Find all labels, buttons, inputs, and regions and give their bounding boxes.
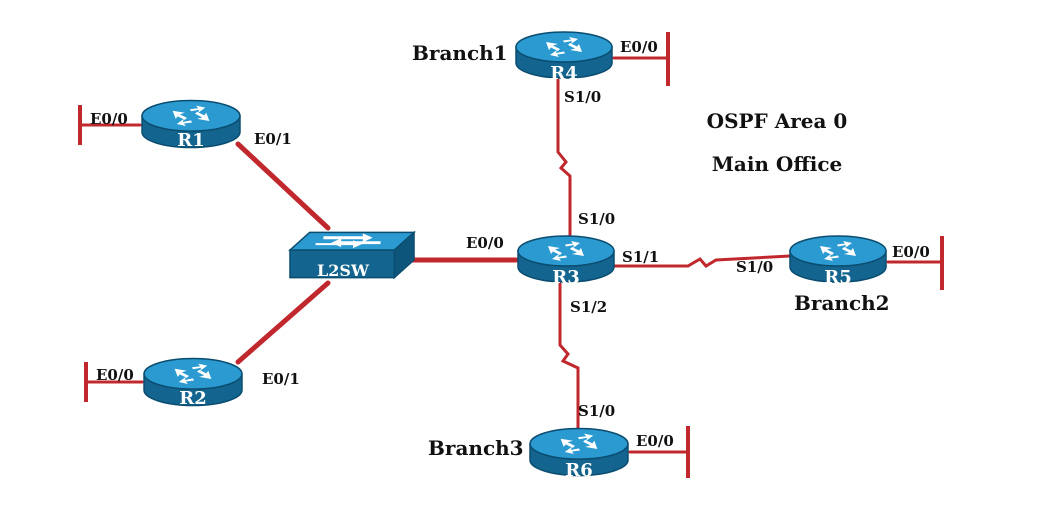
- switch-name: L2SW: [317, 261, 370, 280]
- r4-e00-label: E0/0: [620, 38, 658, 56]
- router-r6-name: R6: [565, 460, 592, 481]
- main-office-label: Main Office: [712, 152, 843, 176]
- router-r1-name: R1: [177, 130, 204, 151]
- serial-link-r3-r6: [558, 282, 580, 430]
- router-r2-name: R2: [179, 388, 206, 409]
- r3-s11-label: S1/1: [622, 248, 659, 266]
- r5-e00-label: E0/0: [892, 243, 930, 261]
- router-r4[interactable]: R4: [515, 31, 613, 84]
- r3-e00-label: E0/0: [466, 234, 504, 252]
- r6-s10-label: S1/0: [578, 402, 615, 420]
- r2-e01-label: E0/1: [262, 370, 300, 388]
- r1-e01-label: E0/1: [254, 130, 292, 148]
- r3-s12-label: S1/2: [570, 298, 607, 316]
- router-r3[interactable]: R3: [517, 235, 615, 288]
- r1-e00-label: E0/0: [90, 110, 128, 128]
- router-r3-name: R3: [552, 267, 579, 288]
- router-r1[interactable]: R1: [141, 99, 241, 151]
- interface-labels: E0/0 E0/1 E0/0 E0/1 E0/0 S1/0 S1/1 S1/2 …: [90, 38, 930, 450]
- router-r6[interactable]: R6: [529, 427, 629, 481]
- serial-link-r3-r4: [556, 78, 572, 240]
- site-labels: Branch1 Branch2 Branch3: [412, 41, 890, 460]
- r2-e00-label: E0/0: [96, 366, 134, 384]
- r6-e00-label: E0/0: [636, 432, 674, 450]
- router-r5[interactable]: R5: [789, 235, 887, 288]
- site-label-branch3: Branch3: [428, 436, 524, 460]
- r5-s10-label: S1/0: [736, 258, 773, 276]
- r3-s10-label: S1/0: [578, 210, 615, 228]
- link-r1-switch: [235, 141, 331, 231]
- router-r5-name: R5: [824, 267, 851, 288]
- site-label-branch2: Branch2: [794, 291, 890, 315]
- link-r2-switch: [235, 280, 331, 365]
- r4-s10-label: S1/0: [564, 88, 601, 106]
- router-r4-name: R4: [550, 63, 577, 84]
- router-r2[interactable]: R2: [143, 357, 243, 409]
- lan-bars: [78, 32, 944, 478]
- serial-link-r3-r5: [612, 254, 792, 268]
- ospf-area-title: OSPF Area 0: [707, 109, 848, 133]
- links: [78, 56, 944, 454]
- layer2-switch[interactable]: L2SW: [289, 231, 415, 280]
- site-label-branch1: Branch1: [412, 41, 508, 65]
